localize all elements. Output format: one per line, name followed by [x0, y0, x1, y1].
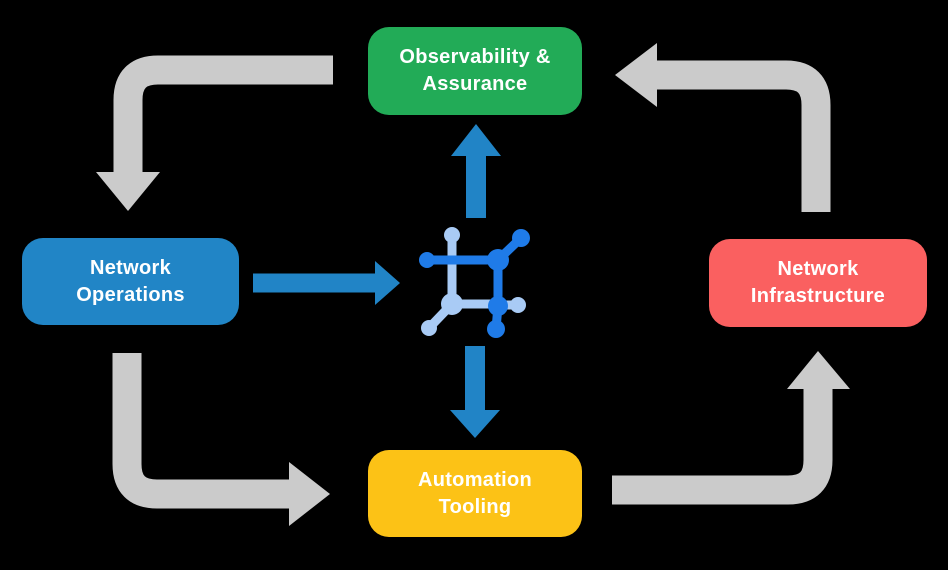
node-label-line: Tooling [438, 495, 512, 518]
node-label-line: Observability & [399, 46, 551, 68]
node-label-line: Network [89, 256, 171, 279]
node-label-line: Assurance [422, 73, 528, 95]
node-label-line: Network [777, 258, 859, 280]
node-network-operations: Network Operations [22, 238, 239, 325]
arrow-hub-to-automation [450, 346, 500, 438]
arrow-operations-to-hub [253, 261, 400, 305]
network-hub-icon [419, 227, 530, 338]
arrow-automation-to-infrastructure [612, 351, 850, 505]
arrow-infrastructure-to-observability [615, 43, 831, 212]
arrow-observability-to-operations [96, 55, 333, 211]
node-label-line: Operations [76, 283, 185, 306]
node-automation-tooling: Automation Tooling [368, 450, 582, 537]
node-label-line: Infrastructure [750, 285, 886, 307]
node-observability-assurance: Observability & Assurance [368, 27, 582, 115]
node-network-infrastructure: Network Infrastructure [709, 239, 927, 327]
arrow-hub-to-observability [451, 124, 501, 218]
node-label-line: Automation [417, 468, 533, 491]
arrow-operations-to-automation [112, 353, 330, 526]
